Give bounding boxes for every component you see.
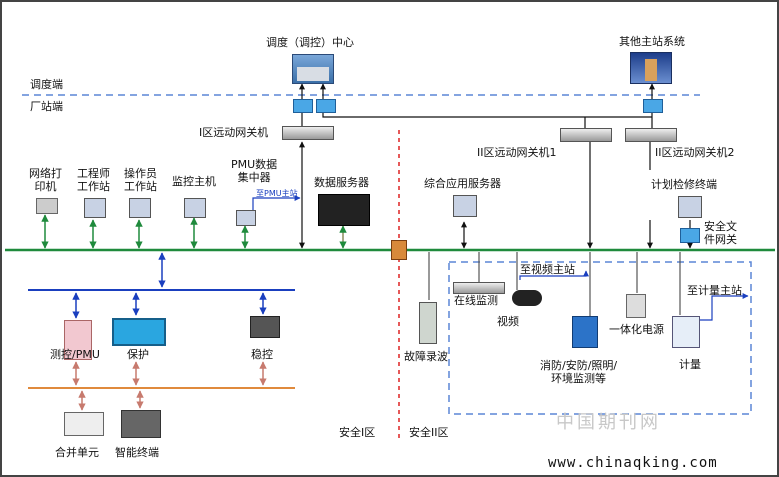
dispatch-center-label: 调度（调控）中心 [266, 36, 354, 49]
eng-station-label: 工程师 工作站 [77, 167, 110, 193]
fault-recorder-label: 故障录波 [404, 350, 448, 363]
meter-icon [672, 316, 700, 348]
op-station-label: 操作员 工作站 [124, 167, 157, 193]
online-monitoring-label: 在线监测 [454, 294, 498, 307]
monitor-icon [129, 198, 151, 218]
integrated-app-server-label: 综合应用服务器 [424, 177, 501, 190]
fault-recorder-icon [419, 302, 437, 344]
server-icon [318, 194, 370, 226]
merging-unit-icon [64, 412, 104, 436]
dispatch-building-icon [292, 54, 334, 84]
isolation-icon [316, 99, 336, 113]
safety-zone-1-label: 安全I区 [339, 426, 376, 439]
pmu-concentrator-label: PMU数据 集中器 [231, 158, 278, 184]
metering-label: 计量 [679, 358, 701, 371]
watermark-cn: 中国期刊网 [556, 412, 661, 433]
isolation-icon [643, 99, 663, 113]
plant-side-label: 厂站端 [30, 100, 63, 113]
printer-icon [36, 198, 58, 214]
gateway1-label: I区远动网关机 [199, 126, 269, 139]
integrated-power-label: 一体化电源 [609, 323, 664, 336]
zone2-region [448, 261, 752, 415]
to-video-master-label: 至视频主站 [520, 263, 575, 276]
stability-control-label: 稳控 [251, 348, 273, 361]
gateway2-1-label: II区远动网关机1 [477, 146, 557, 159]
isolation-icon [293, 99, 313, 113]
protection-label: 保护 [127, 348, 149, 361]
to-metering-master-label: 至计量主站 [687, 284, 742, 297]
data-server-label: 数据服务器 [314, 176, 369, 189]
protection-device-icon [112, 318, 166, 346]
to-pmu-master-label: 至PMU主站 [256, 189, 298, 198]
camera-icon [512, 290, 542, 306]
other-master-building-icon [630, 52, 672, 84]
smart-terminal-icon [121, 410, 161, 438]
gateway-icon [282, 126, 334, 140]
firewall-icon [391, 240, 407, 260]
video-label: 视频 [497, 315, 519, 328]
online-monitor-icon [453, 282, 505, 294]
monitor-host-label: 监控主机 [172, 175, 216, 188]
measure-pmu-label: 测控/PMU [50, 348, 100, 361]
monitor-icon [678, 196, 702, 218]
measure-pmu-device-icon [64, 320, 92, 360]
other-master-label: 其他主站系统 [619, 35, 685, 48]
fire-security-icon [572, 316, 598, 348]
fire-security-label: 消防/安防/照明/ 环境监测等 [540, 359, 618, 385]
isolation-icon [680, 228, 700, 243]
security-gateway-label: 安全文 件网关 [704, 220, 737, 246]
gateway-icon [625, 128, 677, 142]
monitor-icon [236, 210, 256, 226]
printer-label: 网络打 印机 [29, 167, 62, 193]
dispatch-side-label: 调度端 [30, 78, 63, 91]
gateway2-2-label: II区远动网关机2 [655, 146, 735, 159]
monitor-icon [84, 198, 106, 218]
gateway-icon [560, 128, 612, 142]
watermark-url: www.chinaqking.com [548, 455, 718, 471]
smart-terminal-label: 智能终端 [115, 446, 159, 459]
safety-zone-2-label: 安全II区 [409, 426, 449, 439]
monitor-icon [453, 195, 477, 217]
merging-unit-label: 合并单元 [55, 446, 99, 459]
stability-device-icon [250, 316, 280, 338]
planned-maintenance-label: 计划检修终端 [651, 178, 717, 191]
monitor-icon [184, 198, 206, 218]
power-supply-icon [626, 294, 646, 318]
